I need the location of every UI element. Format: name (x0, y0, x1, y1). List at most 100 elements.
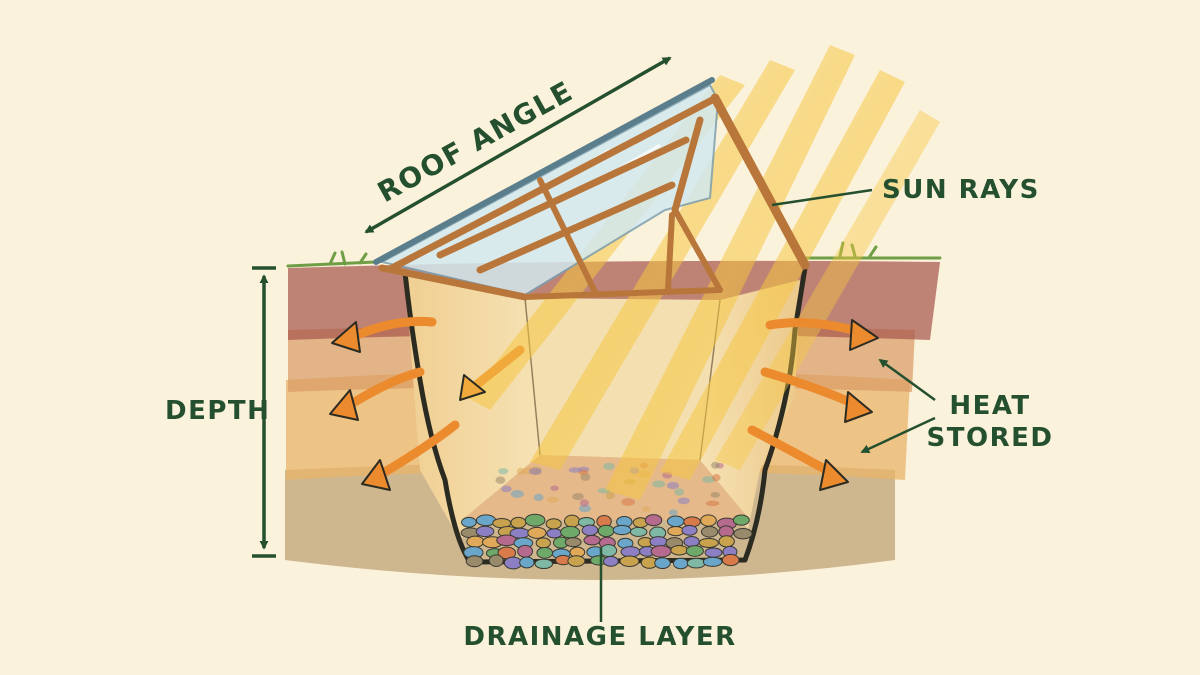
gravel-pebble (710, 492, 720, 498)
curved-arrow-icon (375, 420, 460, 480)
heat-leader-lower (860, 416, 936, 454)
drainage-stone (583, 534, 601, 546)
drainage-stone (629, 526, 648, 537)
gravel-pebble (501, 485, 512, 493)
gravel-pebble (621, 498, 636, 506)
gravel-pebble (528, 467, 542, 475)
drainage-stone (545, 518, 562, 530)
ridge-post (710, 93, 810, 270)
drainage-stone (649, 536, 668, 548)
eave-beam (522, 287, 723, 300)
drainage-stone (732, 514, 750, 526)
drainage-stone (650, 545, 672, 558)
eave-beam (378, 264, 529, 301)
drainage-stone (683, 536, 700, 548)
gravel-pebble (572, 492, 584, 501)
drainage-stone (672, 557, 689, 570)
drainage-stone (619, 555, 640, 567)
sun-ray (715, 110, 940, 470)
drainage-stone (681, 524, 698, 536)
drainage-stone (667, 525, 685, 537)
curved-arrow-icon (760, 367, 860, 409)
sun-ray (605, 45, 855, 500)
gravel-pebble (579, 499, 589, 507)
curved-arrow-icon (343, 367, 425, 411)
gravel-pebble (578, 504, 592, 513)
drainage-stone (700, 514, 717, 527)
curved-arrow-icon (345, 316, 437, 343)
drainage-stone (686, 557, 706, 569)
drainage-stone (700, 525, 719, 538)
drainage-stone (654, 557, 671, 570)
drainage-stone (524, 513, 546, 527)
gravel-pebble (550, 485, 559, 491)
arrowhead-icon (331, 321, 361, 353)
drainage-stone (581, 524, 599, 536)
drainage-stone (704, 547, 723, 558)
drainage-stone (527, 526, 547, 539)
sun-ray (660, 70, 905, 480)
gravel-pebble (641, 506, 651, 512)
drainage-stone (599, 544, 618, 557)
drainage-stone (603, 555, 619, 567)
gravel-pebble (674, 488, 685, 496)
drainage-stone (461, 516, 477, 528)
heat-arrow-heads (329, 319, 879, 491)
drainage-stone (535, 537, 551, 549)
gravel-pebble (578, 469, 589, 476)
gravel-pebble (580, 473, 591, 481)
arrowhead-icon (819, 459, 849, 491)
drainage-stone (503, 556, 523, 570)
gravel-pebble (705, 500, 720, 507)
gravel-pebble (516, 467, 525, 476)
gravel-pebble (677, 497, 690, 505)
drainage-stone (519, 556, 535, 569)
drainage-stone (560, 525, 581, 539)
drainage-stone (475, 525, 495, 538)
drainage-stone (466, 535, 485, 548)
gravel-pebble (668, 509, 678, 516)
drainage-stone (465, 555, 484, 568)
drainage-stone (644, 514, 663, 527)
arrowhead-icon (849, 319, 879, 351)
gravel-pebble (498, 467, 509, 475)
drainage-stone (510, 516, 527, 529)
strut (665, 212, 675, 293)
drainage-stone (698, 537, 719, 548)
depth-dimension (252, 266, 276, 558)
drainage-stone (685, 545, 704, 557)
drainage-stone (564, 514, 581, 528)
drainage-stone (496, 534, 518, 547)
drainage-stone (718, 535, 735, 548)
sun-rays-label: SUN RAYS (882, 175, 1040, 205)
drainage-stone (670, 544, 689, 556)
heat-leader-upper (878, 358, 936, 402)
drainage-stone (721, 553, 740, 567)
arrowhead-icon (361, 459, 391, 491)
drainage-stone (597, 524, 615, 538)
strut (672, 207, 723, 293)
grass-left (286, 250, 377, 268)
gravel-pebble (568, 467, 581, 473)
drainage-stone (620, 546, 641, 558)
heat-label-line1: HEAT (949, 391, 1030, 421)
gravel-pebble (603, 462, 615, 470)
depth-label: DEPTH (165, 396, 270, 426)
ridge-post (671, 116, 704, 214)
drainage-stone (536, 546, 554, 559)
drainage-stone (488, 554, 504, 567)
gravel-pebble (711, 461, 720, 469)
gravel-pebble (510, 490, 524, 498)
gravel-pebble (652, 480, 666, 488)
roof-angle-dimension (364, 56, 672, 234)
drainage-stone (612, 524, 632, 536)
gravel-pebble (546, 496, 559, 503)
grass-right (803, 241, 942, 260)
heat-label-line2: STORED (927, 423, 1054, 453)
arrowhead-icon (844, 391, 873, 423)
curved-arrow-icon (765, 318, 865, 337)
drainage-stone (534, 558, 554, 570)
drainage-layer-label: DRAINAGE LAYER (463, 622, 736, 652)
